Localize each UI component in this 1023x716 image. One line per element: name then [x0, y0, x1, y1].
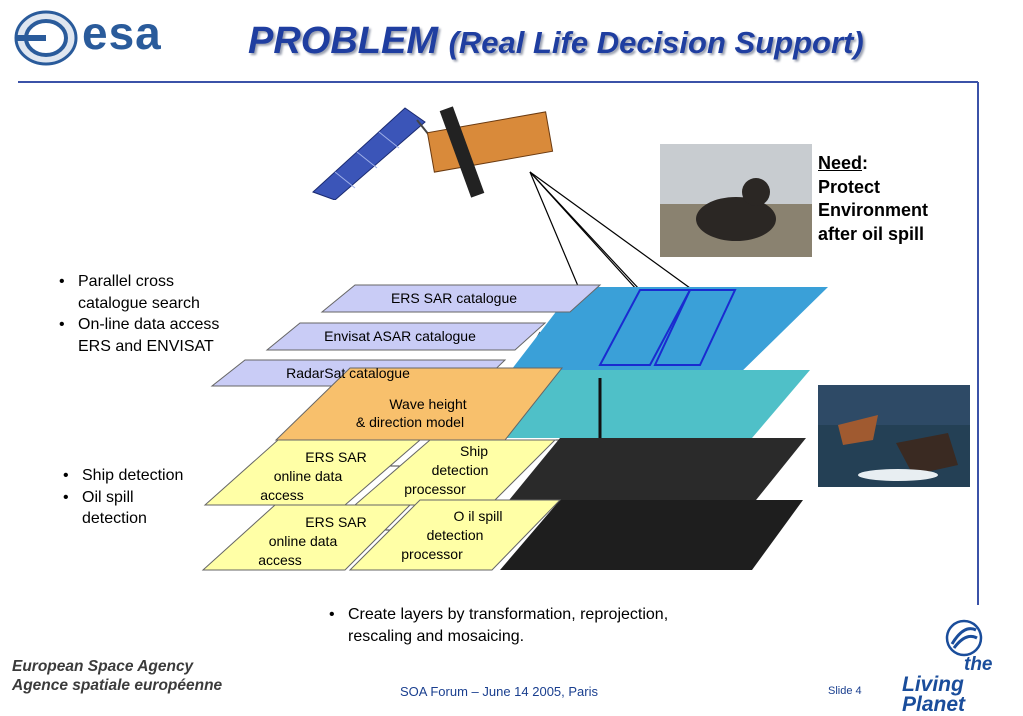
label-oil-processor: detection — [427, 527, 484, 543]
sinking-ship-photo — [818, 385, 970, 487]
oil-spill-processor — [348, 499, 562, 571]
label-wave-model: & direction model — [356, 414, 464, 430]
caption-line: Create layers by transformation, reproje… — [348, 606, 669, 623]
page-title: PROBLEM (Real Life Decision Support) — [248, 20, 864, 63]
bullets-catalogue: Parallel cross catalogue search On-line … — [52, 271, 222, 357]
swath-outlines — [598, 289, 737, 366]
label-data-access-2: online data — [269, 533, 338, 549]
label-oil-processor: O il spill — [453, 508, 502, 524]
living-planet-logo: the Living Planet — [902, 654, 1023, 716]
bullet-item: Create layers by transformation, reproje… — [322, 604, 668, 647]
bullet-item: Ship detection — [56, 465, 196, 487]
label-data-access-1: ERS SAR — [305, 449, 366, 465]
catalogue-ers-sar — [320, 284, 602, 313]
label-ers-sar-catalogue: ERS SAR catalogue — [391, 290, 517, 306]
label-envisat-catalogue: Envisat ASAR catalogue — [324, 328, 476, 344]
need-line: Environment — [818, 200, 929, 220]
need-line: after oil spill — [818, 223, 925, 244]
agency-en: European Space Agency — [12, 658, 194, 675]
caption-bullet: Create layers by transformation, reproje… — [322, 604, 668, 647]
title-sub: (Real Life Decision Support) — [448, 25, 864, 60]
sar-layer-oil — [500, 500, 803, 570]
catalogue-envisat-asar — [265, 322, 547, 351]
footer-agency: European Space Agency Agence spatiale eu… — [12, 657, 222, 695]
caption-line: rescaling and mosaicing. — [348, 627, 525, 645]
esa-logo-text: esa — [82, 7, 162, 59]
ers-online-access-2 — [201, 504, 412, 571]
need-label: Need — [818, 153, 863, 173]
need-statement: Need: Protect Environment after oil spil… — [818, 152, 928, 246]
map-layer-wave — [502, 370, 810, 438]
label-data-access-1: online data — [274, 468, 343, 484]
footer-event: SOA Forum – June 14 2005, Paris — [400, 684, 598, 699]
bullet-item: On-line data access ERS and ENVISAT — [52, 314, 222, 357]
label-data-access-2: access — [258, 552, 302, 568]
living-planet-name: Living Planet — [902, 673, 966, 716]
sar-layer-ship — [505, 438, 806, 505]
bullets-detection: Ship detection Oil spill detection — [56, 465, 196, 530]
bullet-item: Oil spill detection — [56, 487, 196, 530]
oiled-bird-photo — [660, 144, 812, 257]
esa-logo-icon — [14, 10, 78, 66]
need-colon: : — [862, 153, 869, 173]
satellite-illustration — [312, 106, 554, 200]
label-oil-processor: processor — [401, 546, 463, 562]
title-main: PROBLEM — [248, 20, 438, 62]
label-data-access-2: ERS SAR — [305, 514, 366, 530]
label-wave-model: Wave height — [389, 396, 466, 412]
living-planet-the: the — [964, 654, 993, 675]
label-radarsat-catalogue: RadarSat catalogue — [286, 365, 410, 381]
bullet-item: Parallel cross catalogue search — [52, 271, 222, 314]
need-line: Protect — [818, 176, 881, 197]
label-data-access-1: access — [260, 487, 304, 503]
label-ship-processor: processor — [404, 481, 466, 497]
label-ship-processor: Ship — [460, 443, 488, 459]
slide-number: Slide 4 — [828, 685, 862, 697]
agency-fr: Agence spatiale européenne — [12, 677, 223, 694]
label-ship-processor: detection — [432, 462, 489, 478]
living-planet-logo-icon — [945, 619, 983, 657]
